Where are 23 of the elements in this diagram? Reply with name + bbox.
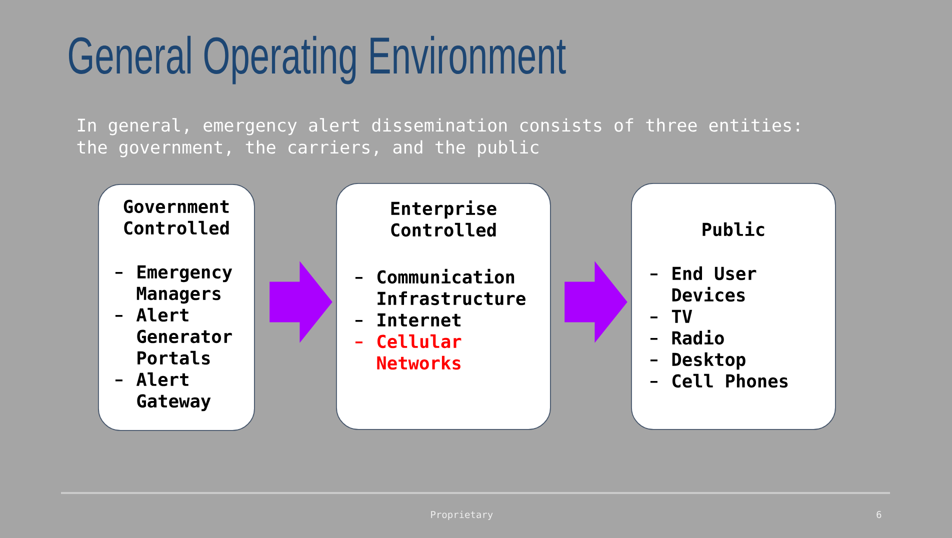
footer-note: Proprietary [431,510,493,520]
block-arrow [270,261,332,343]
entity-box [98,184,255,431]
intro-text: In general, emergency alert dissemination consists of three entities: the government, the carriers, and the public [77,118,799,158]
list-item: Radio [672,330,724,345]
box-heading: Enterprise Controlled [391,200,496,237]
entity-box [336,183,551,430]
list-item: Internet [378,313,460,327]
entity-box [631,183,836,430]
box-heading: Government Controlled [124,200,229,235]
list-item: End User Devices [672,266,756,302]
block-arrow [564,261,628,343]
list-item: Alert Gateway [136,372,211,412]
box-heading: Public [702,221,764,236]
slide-title: General Operating Environment [68,36,566,84]
list-item: Emergency Managers [136,265,232,304]
list-item: Cell Phones [672,374,788,388]
list-item: Cellular Networks [377,334,462,370]
page-number: 6 [876,510,882,518]
list-item: TV [672,310,692,323]
list-item: Alert Generator Portals [136,308,232,365]
list-item: Desktop [672,352,746,370]
list-item: Communication Infrastructure [377,268,526,306]
